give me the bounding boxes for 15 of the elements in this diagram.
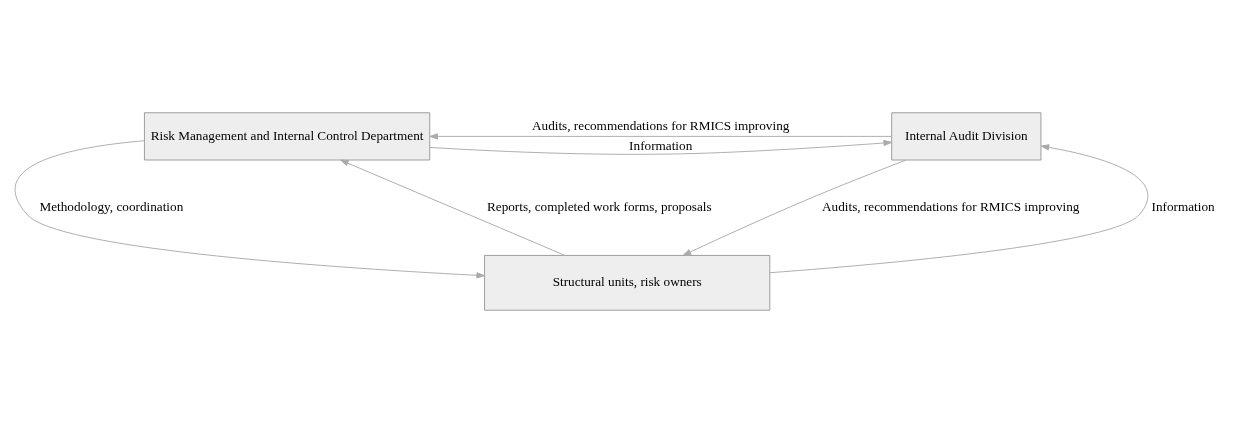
arrow [429,133,892,140]
edge-label: Information [629,137,693,153]
edge-label: Reports, completed work forms, proposals [486,199,712,215]
arrow [14,140,485,279]
edge-label: Audits, recommendations for RMICS improving [532,117,790,133]
node-box: Structural units, risk owners [484,254,771,311]
arrow [340,159,566,256]
arrow [769,144,1149,274]
edge-label: Methodology, coordination [39,199,184,215]
edge-label: Information [1151,199,1215,215]
arrow [682,159,907,256]
arrow [429,139,892,155]
edge-label: Audits, recommendations for RMICS improving [822,199,1080,215]
node-box: Risk Management and Internal Control Department [143,112,431,161]
node-box: Internal Audit Division [891,112,1042,161]
